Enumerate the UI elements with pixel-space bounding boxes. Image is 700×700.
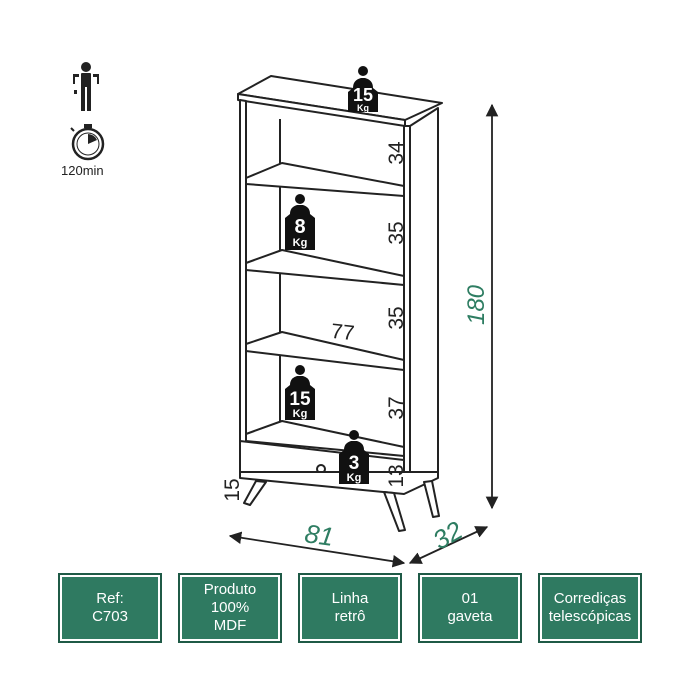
feature-box-line: Linha retrô [298, 573, 402, 643]
weight-bottom-badge: 15 Kg [285, 365, 315, 420]
assembly-time-label: 120min [61, 163, 104, 178]
weight-bottom-value: 15 [289, 389, 311, 410]
feature-drawer-line1: 01 [461, 590, 479, 607]
shelf-gap-3-label: 35 [385, 306, 408, 329]
feature-slides-line2: telescópicas [548, 608, 632, 625]
feature-box-slides: Corrediças telescópicas [538, 573, 642, 643]
weight-top-value: 15 [353, 85, 373, 105]
shelf-gap-1-label: 34 [385, 141, 408, 165]
feature-drawer-line2: gaveta [447, 608, 493, 625]
depth-dimension-label: 32 [427, 515, 468, 556]
feature-line-line2: retrô [334, 608, 366, 625]
feature-reference-line1: Ref: [96, 590, 124, 607]
shelf-gap-4-label: 37 [385, 396, 408, 419]
feature-material-line2: 100% [210, 599, 250, 616]
feature-boxes: Ref: C703 Produto 100% MDF Linha retrô 0… [58, 573, 642, 643]
feature-reference-line2: C703 [92, 608, 128, 625]
weight-top-badge: 15 Kg [348, 66, 378, 113]
weight-shelf-badge: 8 Kg [285, 194, 315, 250]
inner-width-label: 77 [330, 320, 356, 345]
stopwatch-icon [70, 124, 105, 161]
shelf-gap-2-label: 35 [385, 221, 408, 244]
feature-box-drawer: 01 gaveta [418, 573, 522, 643]
width-dimension-label: 81 [303, 518, 336, 552]
right-side-depth [409, 107, 439, 491]
weight-shelf-unit: Kg [293, 237, 308, 249]
bottom-shelf [245, 420, 405, 457]
person-icon [73, 62, 99, 111]
feature-line-line1: Linha [331, 590, 369, 607]
shelf-1 [245, 162, 405, 197]
weight-drawer-unit: Kg [347, 472, 362, 484]
left-side-panel [239, 99, 247, 467]
leg-front-right [383, 491, 406, 532]
feature-material-line1: Produto [203, 581, 257, 598]
width-dimension-line [228, 531, 406, 568]
leg-back-right [423, 480, 440, 518]
feature-material-line3: MDF [213, 617, 247, 634]
weight-bottom-unit: Kg [293, 408, 308, 420]
shelf-3 [245, 331, 405, 371]
shelf-2 [245, 249, 405, 286]
bookshelf [237, 75, 443, 532]
feature-box-reference: Ref: C703 [58, 573, 162, 643]
feature-box-material: Produto 100% MDF [178, 573, 282, 643]
leg-height-label: 15 [221, 478, 244, 501]
depth-dimension-line [408, 526, 489, 564]
weight-shelf-value: 8 [294, 216, 305, 238]
weight-drawer-badge: 3 Kg [339, 430, 369, 484]
weight-drawer-value: 3 [349, 453, 360, 474]
drawer-gap-label: 13 [385, 464, 408, 487]
weight-top-unit: Kg [357, 103, 369, 113]
feature-slides-line1: Corrediças [553, 590, 627, 607]
leg-front-left [243, 480, 267, 506]
height-dimension-label: 180 [463, 284, 490, 325]
